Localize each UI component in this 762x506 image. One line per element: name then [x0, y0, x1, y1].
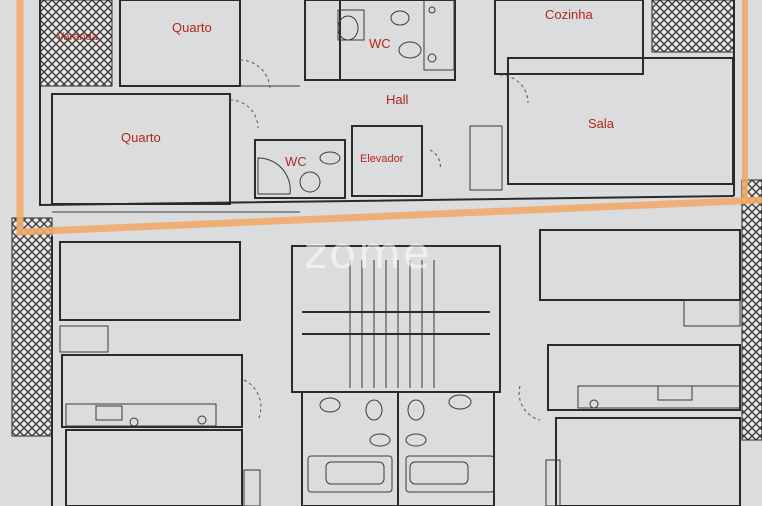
- room-label-quarto-top: Quarto: [172, 20, 212, 35]
- room-label-sala: Sala: [588, 116, 615, 131]
- lower-floor-walls: [51, 229, 741, 506]
- room-label-cozinha: Cozinha: [545, 7, 593, 22]
- hatch-wall-right-lower: [741, 179, 762, 441]
- room-label-elevador: Elevador: [360, 153, 404, 165]
- room-label-varanda: Varanda: [57, 31, 99, 43]
- upper-apartment-walls: [39, 0, 735, 213]
- hatch-varanda-right: [651, 0, 735, 53]
- stair-treads: [302, 260, 490, 388]
- hatch-varanda-left: [39, 0, 113, 87]
- watermark-logo: zome: [304, 228, 432, 279]
- hatch-wall-left-lower: [11, 217, 53, 437]
- room-label-wc-mid: WC: [285, 154, 307, 169]
- room-label-hall: Hall: [386, 92, 409, 107]
- room-label-quarto-left: Quarto: [121, 130, 161, 145]
- room-label-wc-top: WC: [369, 36, 391, 51]
- apartment-highlight-frame: [16, 0, 762, 236]
